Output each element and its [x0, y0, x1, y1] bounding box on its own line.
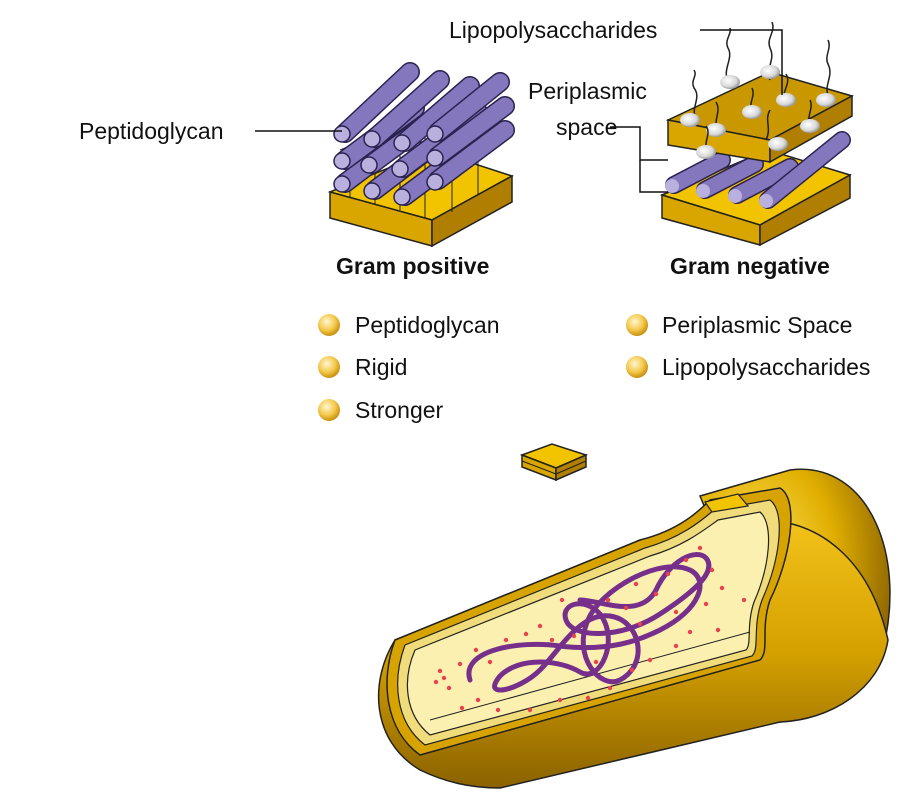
- rod: [426, 96, 515, 167]
- gram-negative-wall: [659, 21, 854, 247]
- lps: [706, 101, 726, 137]
- lipopolysaccharides-label: Lipopolysaccharides: [449, 17, 658, 43]
- lps: [680, 69, 700, 127]
- gram-positive-membrane-side: [431, 174, 513, 248]
- periplasmic-space-bracket-lower: [639, 160, 668, 193]
- ribosomes: [433, 545, 747, 713]
- cell-wall-chunk-icon: [519, 443, 589, 482]
- lps: [776, 73, 796, 107]
- bullet-dot: [318, 399, 340, 421]
- peptidoglycan-rods: [333, 62, 515, 206]
- gram-positive-title: Gram positive: [336, 253, 490, 279]
- periplasmic-space-bracket: [610, 126, 668, 161]
- rod: [363, 70, 450, 148]
- bullet-dot: [626, 314, 648, 336]
- gram-negative-feature: Lipopolysaccharides: [662, 354, 871, 380]
- lps: [800, 99, 820, 133]
- lps: [742, 87, 762, 119]
- gram-negative-title: Gram negative: [670, 253, 830, 279]
- rod: [728, 158, 799, 204]
- gram-negative-feature: Periplasmic Space: [662, 312, 853, 338]
- gram-positive-feature: Rigid: [355, 354, 408, 380]
- lps: [720, 27, 740, 89]
- nucleoid-dna: [466, 552, 712, 693]
- rod: [393, 76, 480, 152]
- rod: [333, 62, 420, 143]
- gram-positive-feature: Peptidoglycan: [355, 312, 500, 338]
- rod: [426, 120, 515, 191]
- rod: [759, 131, 851, 209]
- lipopolysaccharide-molecules: [680, 21, 836, 159]
- lps: [765, 109, 788, 151]
- lipopolysaccharides-leader: [700, 29, 783, 95]
- gram-negative-inner-membrane-side: [759, 173, 851, 247]
- bacterium-cutaway: [377, 468, 891, 789]
- gram-negative-peptidoglycan-rods: [665, 131, 851, 209]
- lps: [816, 39, 836, 107]
- rod: [665, 151, 731, 194]
- rod: [426, 72, 510, 143]
- lps: [696, 125, 716, 159]
- bullet-markers: [318, 314, 648, 421]
- cell-wall-notch: [704, 493, 750, 513]
- peptidoglycan-label: Peptidoglycan: [79, 118, 224, 144]
- periplasmic-space-label-line2: space: [556, 114, 618, 140]
- gram-positive-feature: Stronger: [355, 397, 444, 423]
- bullet-dot: [318, 314, 340, 336]
- gram-positive-wall: [327, 62, 515, 248]
- rod: [696, 155, 764, 199]
- bullet-dot: [626, 356, 648, 378]
- periplasmic-space-label-line1: Periplasmic: [528, 78, 647, 104]
- bullet-dot: [318, 356, 340, 378]
